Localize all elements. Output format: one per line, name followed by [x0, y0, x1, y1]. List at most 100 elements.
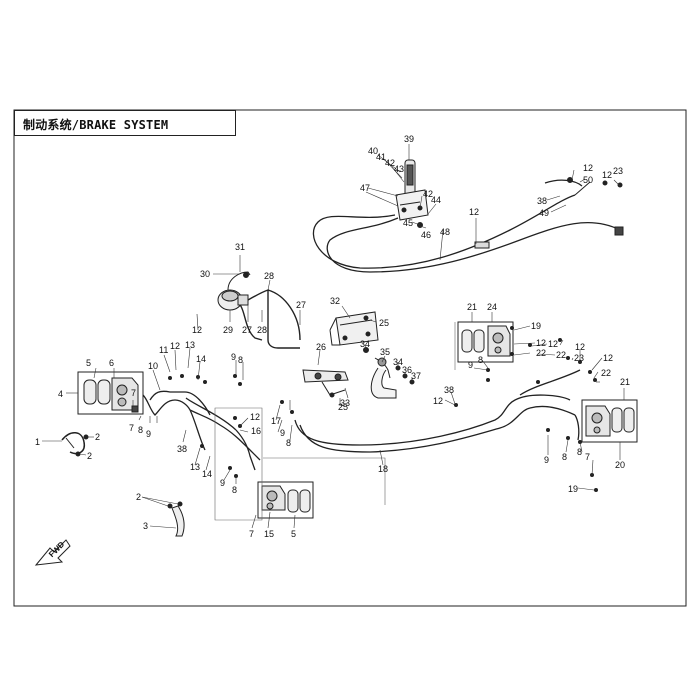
callout-35: 35	[380, 347, 390, 357]
callout-21a: 21	[467, 302, 477, 312]
callout-22a: 22	[536, 348, 546, 358]
front-left-caliper-box	[77, 371, 144, 415]
callout-4: 4	[58, 389, 63, 399]
callout-44: 44	[431, 195, 441, 205]
callout-9d: 9	[280, 428, 285, 438]
callout-9e: 9	[468, 360, 473, 370]
callout-32: 32	[330, 296, 340, 306]
callout-14b: 14	[202, 469, 212, 479]
callout-37: 37	[411, 371, 421, 381]
callout-10: 10	[148, 361, 158, 371]
callout-22b: 22	[556, 350, 566, 360]
callout-8d: 8	[286, 438, 291, 448]
callout-8e: 8	[478, 355, 483, 365]
callout-41: 41	[376, 152, 386, 162]
callout-31: 31	[235, 242, 245, 252]
callout-22c: 22	[601, 368, 611, 378]
callout-50: 50	[583, 175, 593, 185]
callout-2a: 2	[95, 432, 100, 442]
callout-33: 33	[340, 398, 350, 408]
callout-43: 43	[394, 164, 404, 174]
callout-3: 3	[143, 521, 148, 531]
pedal-bracket-assembly	[329, 311, 379, 346]
rear-left-caliper-box	[457, 321, 514, 363]
callout-28a: 28	[264, 271, 274, 281]
callout-21b: 21	[620, 377, 630, 387]
rear-brake-line	[294, 369, 581, 453]
callout-7b: 7	[129, 423, 134, 433]
callout-12j: 12	[603, 353, 613, 363]
callout-23b: 23	[574, 353, 584, 363]
callout-8f: 8	[562, 452, 567, 462]
callout-38b: 38	[177, 444, 187, 454]
callout-36: 36	[402, 365, 412, 375]
callout-19b: 19	[568, 484, 578, 494]
callout-49: 49	[539, 208, 549, 218]
callout-13a: 13	[185, 340, 195, 350]
callout-5b: 5	[291, 529, 296, 539]
callout-24: 24	[487, 302, 497, 312]
callout-27b: 27	[296, 300, 306, 310]
callout-17: 17	[271, 416, 281, 426]
callout-34b: 34	[393, 357, 403, 367]
callout-12g: 12	[536, 338, 546, 348]
callout-12b: 12	[583, 163, 593, 173]
callout-12h: 12	[548, 339, 558, 349]
callout-38c: 38	[444, 385, 454, 395]
hose-clamp-bottom	[167, 501, 185, 537]
callout-12c: 12	[602, 170, 612, 180]
rear-right-caliper-box	[581, 399, 638, 443]
callout-13b: 13	[190, 462, 200, 472]
diagram-title: 制动系统/BRAKE SYSTEM	[23, 118, 169, 132]
callout-7a: 7	[131, 388, 136, 398]
callout-14a: 14	[196, 354, 206, 364]
callout-26: 26	[316, 342, 326, 352]
callout-42b: 42	[423, 189, 433, 199]
master-cylinder-assembly	[217, 271, 301, 349]
callout-23a: 23	[613, 166, 623, 176]
callout-12k: 12	[433, 396, 443, 406]
callout-12a: 12	[469, 207, 479, 217]
callout-9b: 9	[231, 352, 236, 362]
callout-8g: 8	[577, 447, 582, 457]
callout-7c: 7	[249, 529, 254, 539]
callout-34a: 34	[360, 339, 370, 349]
callout-40: 40	[368, 146, 378, 156]
callout-28b: 28	[257, 325, 267, 335]
brake-pedal-assembly	[302, 347, 415, 399]
front-brake-lines	[142, 390, 261, 471]
callout-16: 16	[251, 426, 261, 436]
callout-11: 11	[159, 345, 168, 355]
callout-12i: 12	[575, 342, 585, 352]
callout-9a: 9	[146, 429, 151, 439]
leader-lines	[42, 144, 625, 529]
callout-19a: 19	[531, 321, 541, 331]
callout-2b: 2	[87, 451, 92, 461]
callout-30: 30	[200, 269, 210, 279]
callout-27a: 27	[242, 325, 252, 335]
front-right-caliper-box	[257, 481, 314, 519]
outer-frame	[13, 109, 687, 607]
callout-12d: 12	[192, 325, 202, 335]
callout-1: 1	[35, 437, 40, 447]
callout-9c: 9	[220, 478, 225, 488]
callout-39: 39	[404, 134, 414, 144]
callout-46: 46	[421, 230, 431, 240]
callout-8c: 8	[232, 485, 237, 495]
callout-25a: 25	[379, 318, 389, 328]
callout-8b: 8	[238, 355, 243, 365]
callout-45: 45	[403, 218, 413, 228]
callout-5a: 5	[86, 358, 91, 368]
callout-29: 29	[223, 325, 233, 335]
fwd-arrow: FWD	[34, 539, 71, 566]
callout-9f: 9	[544, 455, 549, 465]
callout-6: 6	[109, 358, 114, 368]
callout-labels: 39 40 41 42 43 47 42 44 45 46 48 12 12 5…	[35, 134, 630, 539]
callout-15: 15	[264, 529, 274, 539]
parking-brake-assembly	[312, 159, 624, 273]
title-box: 制动系统/BRAKE SYSTEM	[14, 110, 236, 136]
callout-12e: 12	[170, 341, 180, 351]
callout-18: 18	[378, 464, 388, 474]
callout-20: 20	[615, 460, 625, 470]
